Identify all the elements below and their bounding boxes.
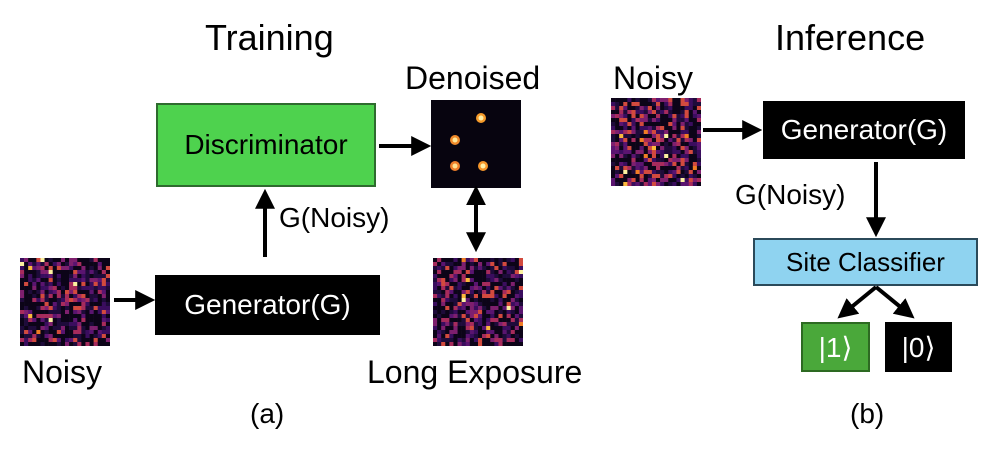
state-one-label: |1⟩ [818,331,853,363]
denoised-image [431,100,521,188]
long-exposure-label: Long Exposure [367,354,583,390]
panel-b-title: Inference [775,17,926,58]
caption-b: (b) [850,398,885,429]
generator-box-a: Generator(G) [155,275,380,335]
discriminator-box: Discriminator [156,103,376,187]
noisy-label-b: Noisy [613,60,694,96]
state-one-box: |1⟩ [801,322,870,372]
g-noisy-label-a: G(Noisy) [279,202,390,233]
generator-label-a: Generator(G) [184,289,351,320]
arrow-classifier-to-zero [874,285,915,319]
long-exposure-image [433,258,523,346]
panel-a-title: Training [205,17,334,58]
discriminator-label: Discriminator [184,129,348,160]
site-classifier-label: Site Classifier [786,246,945,277]
site-classifier-box: Site Classifier [753,238,978,286]
denoised-label: Denoised [405,60,541,96]
g-noisy-label-b: G(Noisy) [735,179,846,210]
state-zero-label: |0⟩ [901,331,936,363]
noisy-label-a: Noisy [22,354,103,390]
generator-box-b: Generator(G) [763,101,965,159]
generator-label-b: Generator(G) [780,114,948,145]
arrow-classifier-to-one [837,285,878,319]
state-zero-box: |0⟩ [885,322,952,372]
noisy-image-b [611,98,701,186]
caption-a: (a) [250,398,285,429]
noisy-image-a [20,258,110,346]
